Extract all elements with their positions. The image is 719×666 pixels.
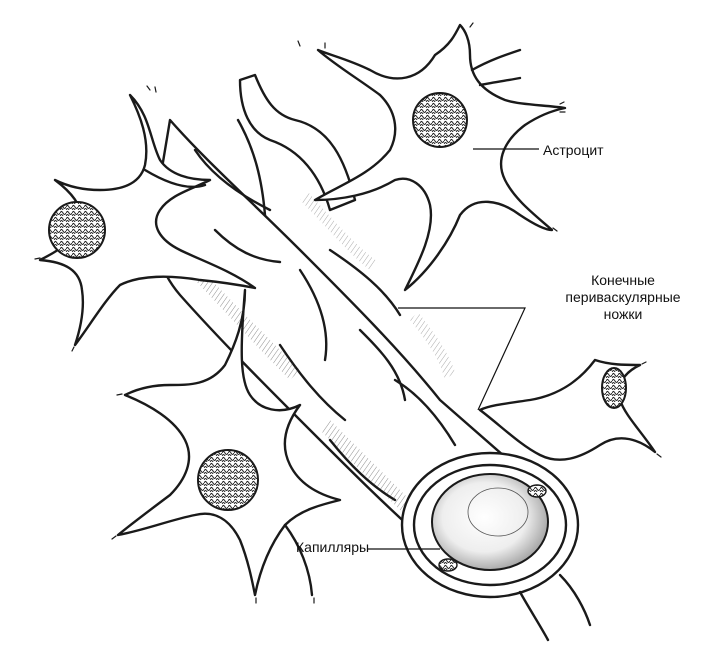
endfeet-label-line2: периваскулярные (565, 289, 681, 305)
astrocyte-nucleus (412, 92, 468, 148)
astrocyte-nucleus-right (601, 367, 627, 409)
process-hairs (34, 22, 662, 604)
endfeet-leader (398, 307, 526, 411)
endfeet-label: Конечные периваскулярные ножки (563, 272, 683, 323)
astrocyte-bottom-left (116, 288, 342, 597)
astrocyte-label: Астроцит (543, 142, 604, 158)
endfeet-label-line1: Конечные (591, 272, 655, 288)
astrocyte-nucleus-left (48, 201, 106, 259)
astrocyte-top-right (313, 23, 567, 292)
capillaries-label: Капилляры (296, 539, 370, 555)
astrocyte-nucleus-bottom (197, 449, 259, 511)
astrocyte-left (38, 93, 257, 347)
capillary-cross-section (400, 451, 592, 642)
astrocyte-right (478, 358, 657, 461)
endfeet-label-line3: ножки (603, 306, 643, 322)
